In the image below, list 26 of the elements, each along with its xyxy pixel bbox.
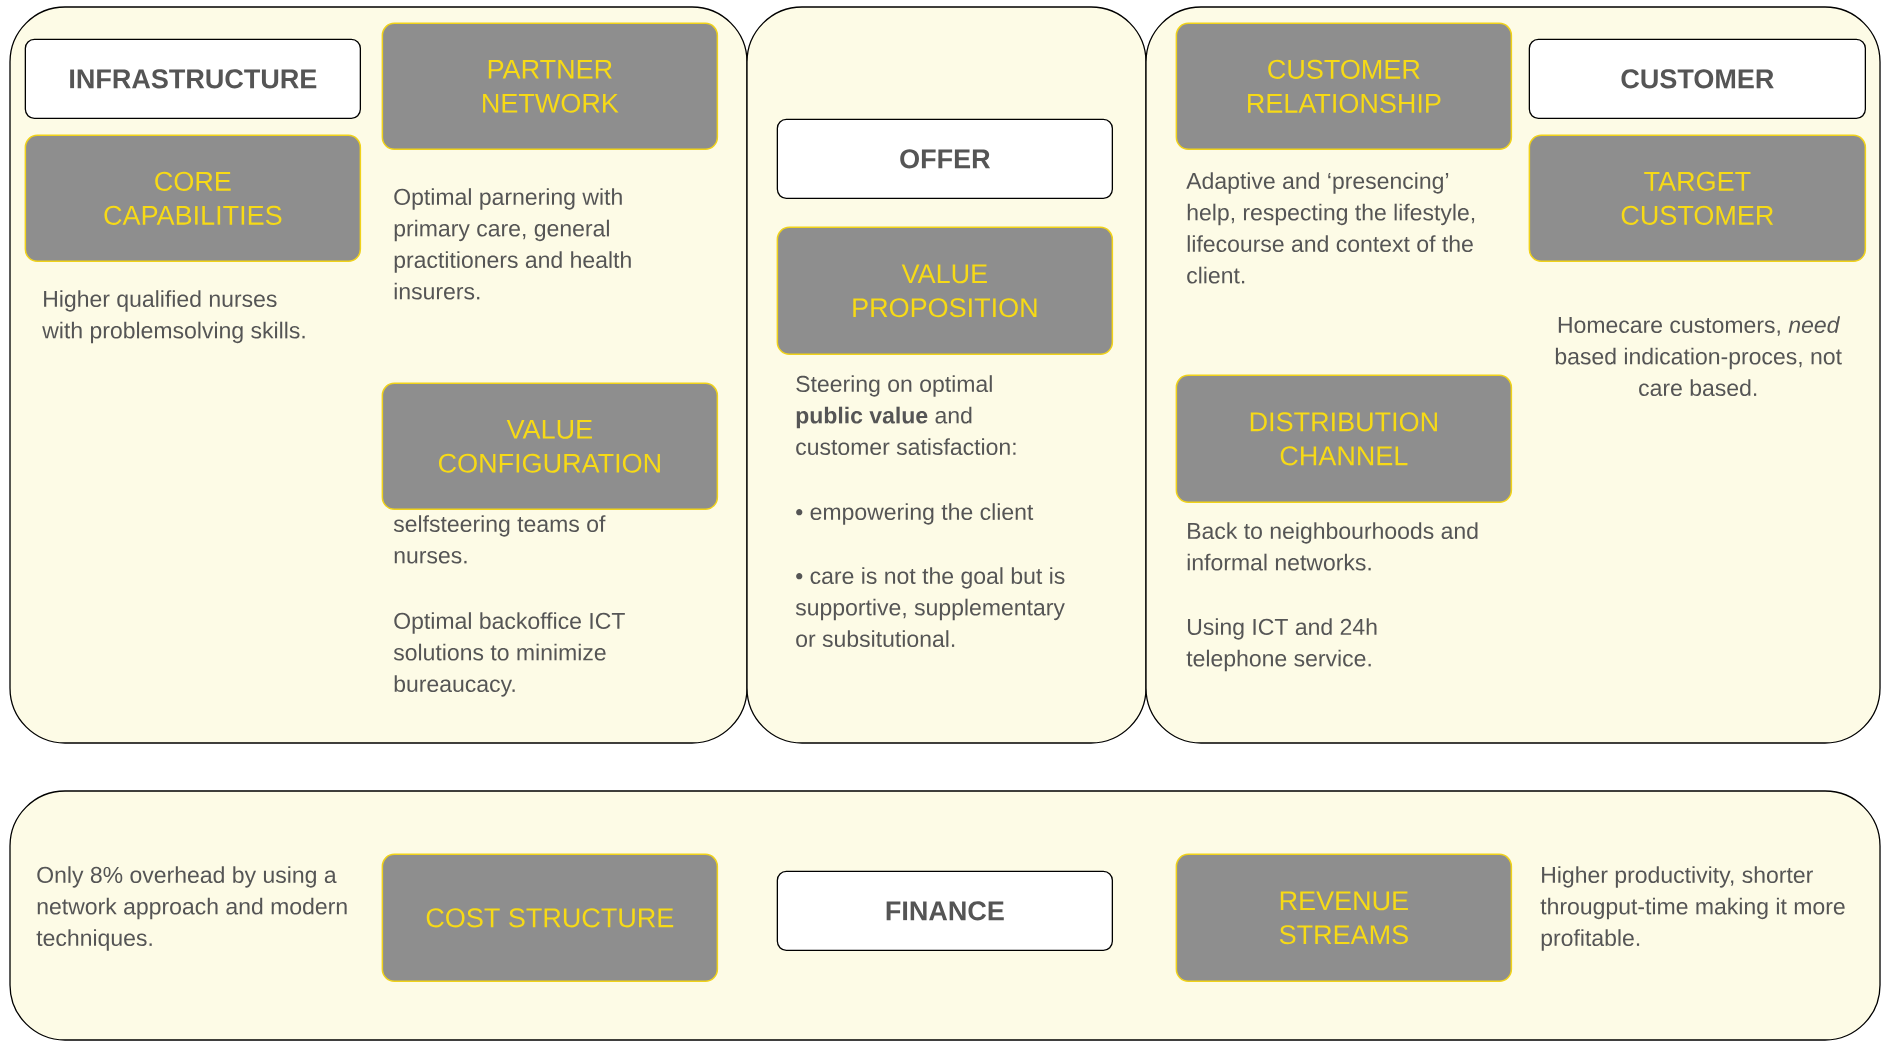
description-text: Higher productivity, shorter througput-time making it more profitable. bbox=[1540, 866, 1845, 951]
title-box: TARGET CUSTOMER bbox=[1528, 134, 1867, 263]
header-box: FINANCE bbox=[776, 870, 1113, 951]
description-text: Optimal parnering with primary care, general practitioners and health insurers. bbox=[394, 188, 631, 300]
header-box: INFRASTRUCTURE bbox=[24, 38, 361, 119]
description-text: Using ICT and 24h telephone service. bbox=[1186, 618, 1377, 672]
description-text: Homecare customers, need based indication-proces, not care based. bbox=[1555, 316, 1842, 397]
description-text: Adaptive and ‘presencing’ help, respecting the lifestyle, lifecourse and context of the client. bbox=[1186, 172, 1475, 284]
description-text: Steering on optimal public value and customer satisfaction: bbox=[796, 375, 1016, 456]
title-box: CORE CAPABILITIES bbox=[24, 134, 362, 263]
description-text: Back to neighbourhoods and informal networks. bbox=[1187, 522, 1478, 571]
header-box: OFFER bbox=[776, 118, 1113, 199]
description-text: Only 8% overhead by using a network approach and modern techniques. bbox=[36, 866, 347, 951]
header-box: CUSTOMER bbox=[1528, 38, 1866, 119]
title-box: COST STRUCTURE bbox=[381, 853, 719, 983]
description-text: • care is not the goal but is supportive, supplementary or subsitutional. bbox=[795, 567, 1065, 648]
title-box: VALUE CONFIGURATION bbox=[381, 382, 719, 511]
description-text: Higher qualified nurses with problemsolving skills. bbox=[42, 290, 305, 344]
title-box: VALUE PROPOSITION bbox=[776, 226, 1114, 356]
title-box: PARTNER NETWORK bbox=[381, 22, 719, 151]
description-text: • empowering the client bbox=[796, 503, 1034, 525]
title-box: CUSTOMER RELATIONSHIP bbox=[1175, 22, 1513, 151]
description-text: Optimal backoffice ICT solutions to minimize bureaucacy. bbox=[393, 612, 625, 697]
title-box: REVENUE STREAMS bbox=[1175, 853, 1513, 983]
description-text: selfsteering teams of nurses. bbox=[393, 515, 606, 564]
title-box: DISTRIBUTION CHANNEL bbox=[1175, 374, 1513, 504]
